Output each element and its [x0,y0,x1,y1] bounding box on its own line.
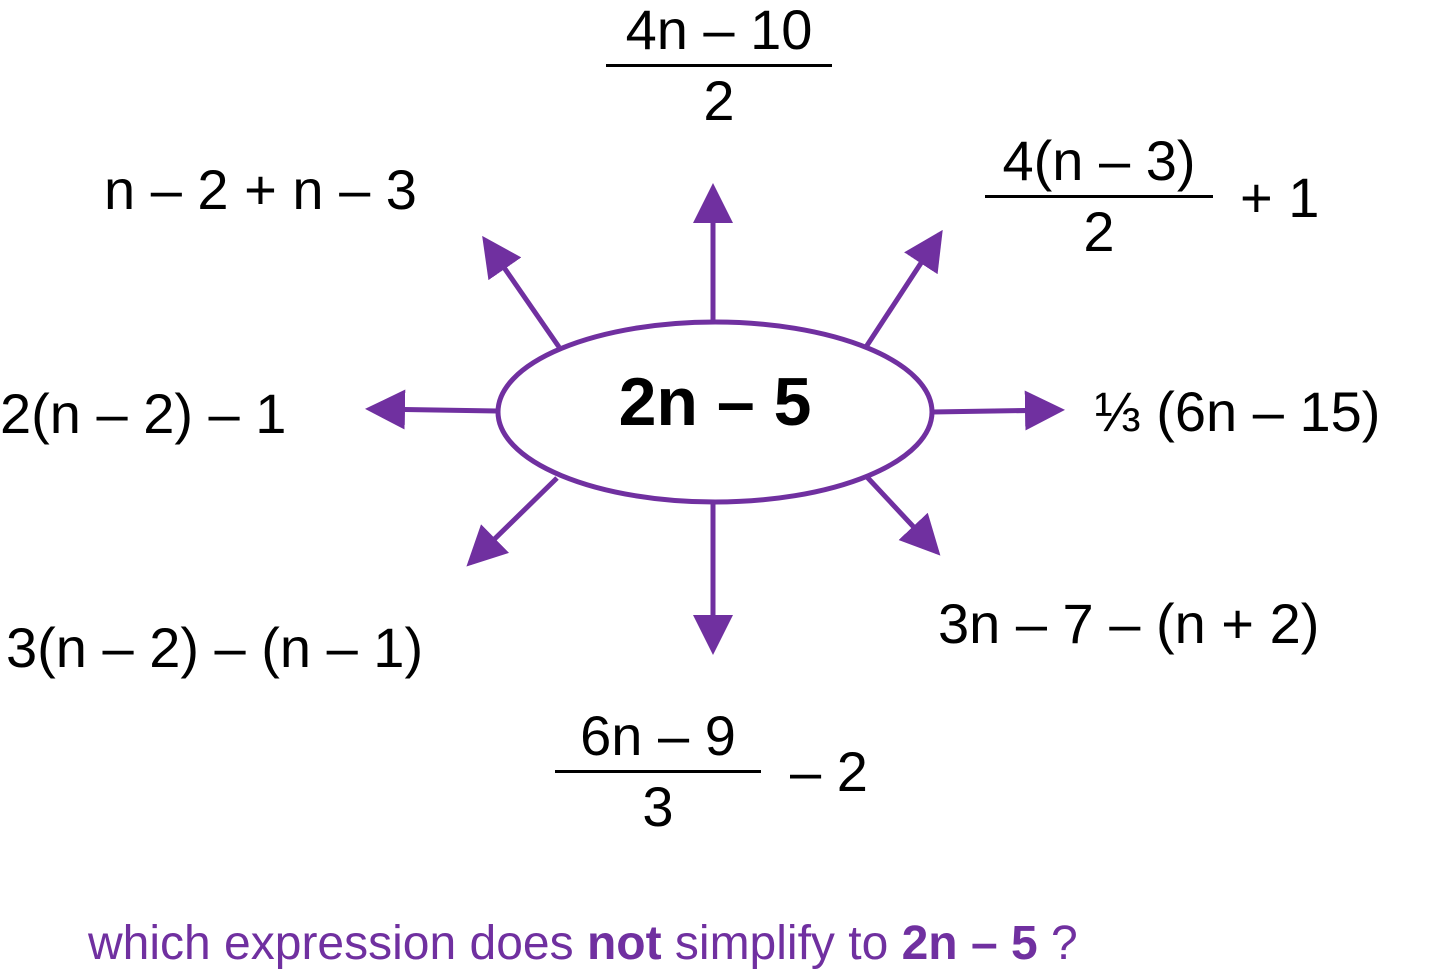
expr-top-right-numerator: 4(n – 3) [985,133,1213,198]
question-text: which expression does not simplify to 2n… [88,920,1078,968]
expr-top-right: 4(n – 3) 2 [985,133,1213,260]
question-part1: which expression does [88,917,587,970]
question-part3: ? [1037,917,1078,970]
question-part2: simplify to [661,917,902,970]
arrow-right [931,390,1065,431]
expr-left: 2(n – 2) – 1 [0,382,287,445]
expr-top-right-denominator: 2 [1083,200,1115,263]
arrow-top-right [863,229,943,349]
expr-bottom-numerator: 6n – 9 [555,708,761,773]
arrow-bottom-left [466,476,559,567]
expr-bottom-suffix: – 2 [790,740,868,803]
center-expression: 2n – 5 [618,364,812,440]
expr-top-right-suffix: + 1 [1240,166,1320,229]
expr-top: 4n – 10 2 [606,2,832,129]
expr-right: ⅓ (6n – 15) [1094,380,1381,443]
arrow-bottom-right [865,475,941,556]
expr-top-left: n – 2 + n – 3 [104,158,417,221]
expr-top-numerator: 4n – 10 [606,2,832,67]
expr-bottom: 6n – 9 3 [555,708,761,835]
arrow-top-left [482,235,562,349]
expr-top-denominator: 2 [703,69,735,132]
expr-bottom-right: 3n – 7 – (n + 2) [938,592,1320,655]
question-bold-not: not [586,917,662,970]
question-bold-expression: 2n – 5 [901,917,1038,970]
expr-bottom-left: 3(n – 2) – (n – 1) [6,616,424,679]
expr-bottom-denominator: 3 [642,775,674,838]
arrow-left [365,389,498,430]
